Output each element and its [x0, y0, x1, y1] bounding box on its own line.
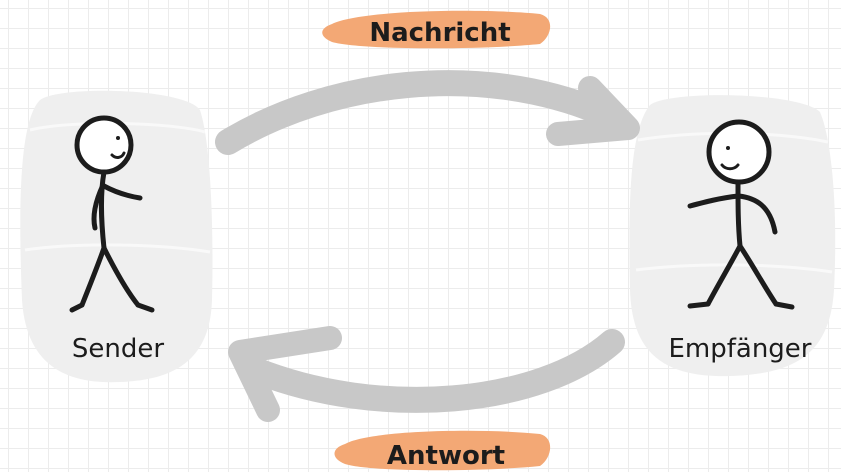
receiver-head	[709, 122, 769, 182]
receiver-label: Empfänger	[668, 334, 811, 364]
sender-head	[77, 118, 131, 172]
receiver-eye	[726, 146, 730, 150]
response-arrow	[240, 338, 612, 410]
receiver-foot-right	[776, 304, 792, 307]
message-arrow	[228, 83, 628, 142]
response-label: Antwort	[387, 441, 505, 471]
receiver-foot-left	[690, 304, 708, 306]
sender-label: Sender	[72, 334, 164, 364]
receiver-torso	[738, 182, 740, 246]
sender-eye	[116, 136, 120, 140]
message-label: Nachricht	[369, 18, 510, 48]
